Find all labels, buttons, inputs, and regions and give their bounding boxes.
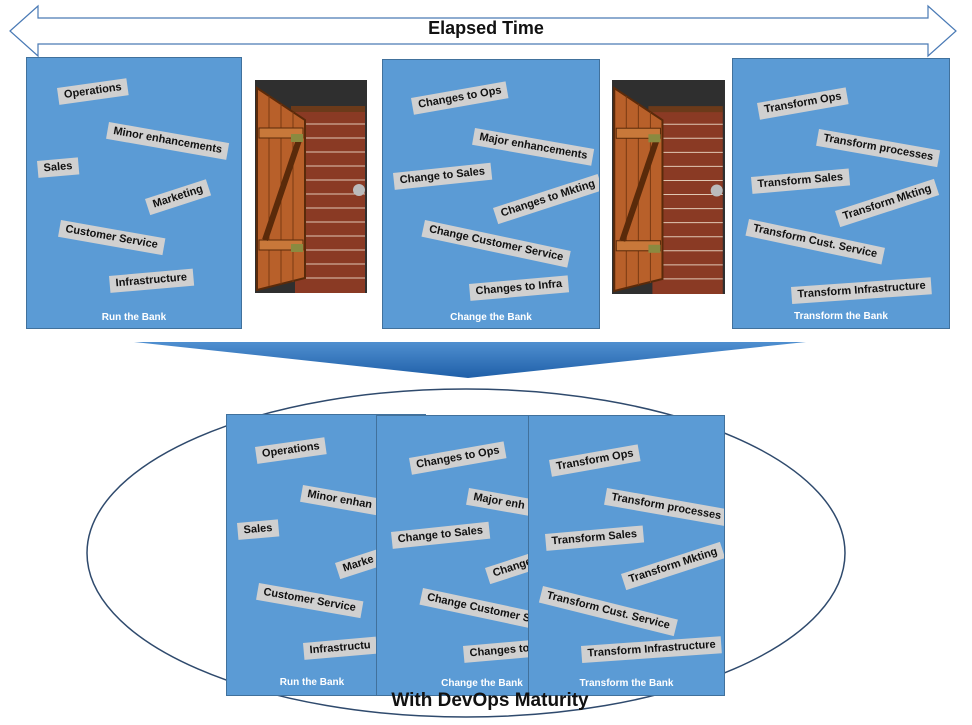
tag-minor-enhan: Minor enhan bbox=[300, 485, 380, 516]
tag-minor-enhancements: Minor enhancements bbox=[106, 122, 230, 160]
devops-maturity-caption: With DevOps Maturity bbox=[391, 690, 589, 711]
panel-transform-the-bank: Transform Ops Transform processes Transf… bbox=[732, 58, 950, 329]
tag-transform-infrastructure: Transform Infrastructure bbox=[581, 636, 723, 663]
tag-major-enh: Major enh bbox=[466, 488, 532, 516]
tag-customer-service: Customer Service bbox=[58, 220, 165, 256]
tag-major-enhancements: Major enhancements bbox=[472, 128, 595, 166]
tag-transform-ops: Transform Ops bbox=[549, 444, 641, 477]
merge-arrow bbox=[134, 342, 806, 378]
panel-label: Transform the Bank bbox=[794, 311, 888, 322]
tag-transform-sales: Transform Sales bbox=[751, 168, 850, 194]
tag-sales: Sales bbox=[237, 519, 280, 540]
elapsed-time-arrow bbox=[9, 4, 957, 58]
panel-label: Change the Bank bbox=[450, 312, 532, 323]
tag-change-to-sales: Change to Sales bbox=[391, 521, 490, 549]
tag-changes-to-ops: Changes to Ops bbox=[411, 81, 509, 115]
tag-change-customer-service: Change Customer Service bbox=[421, 220, 571, 268]
tag-changes-to-ops: Changes to Ops bbox=[409, 441, 507, 475]
panel-label: Transform the Bank bbox=[579, 678, 674, 689]
door-image-1 bbox=[255, 80, 367, 293]
tag-transform-cust-service: Transform Cust. Service bbox=[745, 219, 885, 265]
tag-changes-to-mkting: Changes to Mkting bbox=[493, 173, 599, 225]
tag-transform-processes: Transform processes bbox=[816, 129, 941, 168]
tag-infrastructure: Infrastructure bbox=[109, 268, 194, 293]
tag-transform-mkting: Transform Mkting bbox=[835, 178, 940, 228]
tag-infrastructure: Infrastructu bbox=[303, 636, 378, 660]
overlap-panel-transform: Transform Ops Transform processes Transf… bbox=[528, 415, 725, 696]
tag-sales: Sales bbox=[37, 157, 80, 178]
panel-label: Change the Bank bbox=[441, 678, 523, 689]
panel-change-the-bank: Changes to Ops Major enhancements Change… bbox=[382, 59, 600, 329]
tag-operations: Operations bbox=[57, 78, 129, 105]
tag-transform-sales: Transform Sales bbox=[545, 525, 644, 551]
door-image-2 bbox=[612, 80, 725, 294]
tag-change-customer-se: Change Customer Se bbox=[419, 588, 544, 631]
tag-transform-processes: Transform processes bbox=[604, 488, 724, 527]
panel-label: Run the Bank bbox=[101, 312, 167, 323]
tag-transform-ops: Transform Ops bbox=[757, 87, 849, 120]
tag-changes-to: Changes to bbox=[463, 639, 537, 663]
tag-transform-cust-service: Transform Cust. Service bbox=[538, 586, 678, 637]
tag-marke: Marke bbox=[335, 549, 382, 580]
tag-operations: Operations bbox=[255, 437, 327, 464]
panel-label: Run the Bank bbox=[279, 677, 345, 688]
panel-run-the-bank: Operations Minor enhancements Sales Mark… bbox=[26, 57, 242, 329]
tag-transform-mkting: Transform Mkting bbox=[621, 541, 724, 591]
tag-marketing: Marketing bbox=[145, 179, 212, 216]
tag-change-to-sales: Change to Sales bbox=[393, 162, 492, 190]
elapsed-time-title: Elapsed Time bbox=[428, 18, 544, 38]
tag-customer-service: Customer Service bbox=[256, 583, 363, 619]
devops-ellipse bbox=[86, 388, 846, 718]
tag-changes-to-infra: Changes to Infra bbox=[469, 275, 569, 301]
tag-transform-infrastructure: Transform Infrastructure bbox=[791, 277, 933, 304]
